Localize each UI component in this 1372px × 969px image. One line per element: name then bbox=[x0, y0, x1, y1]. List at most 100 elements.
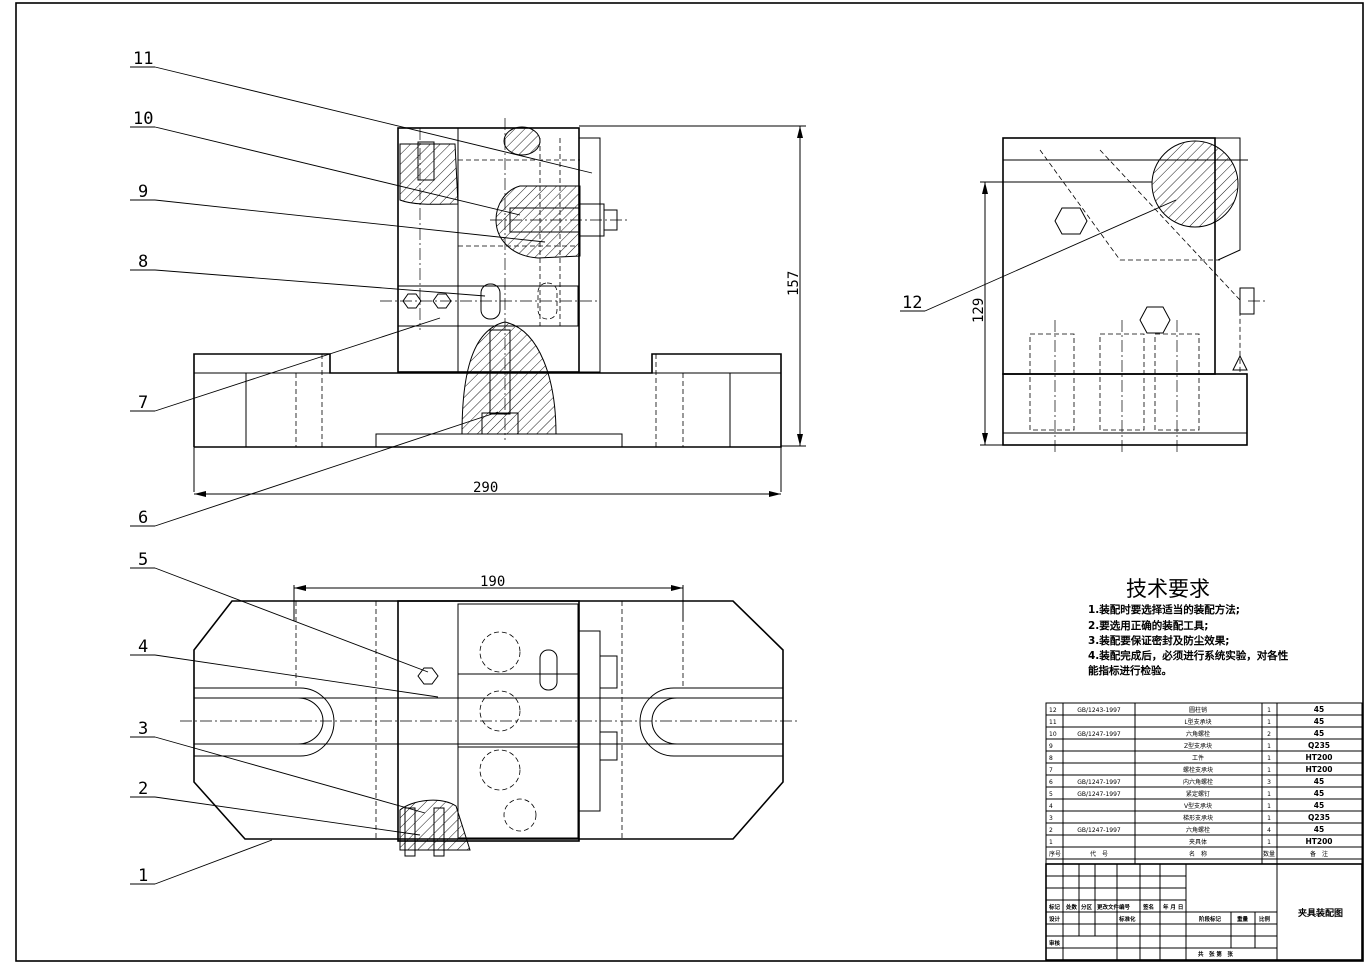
bom-row-material: 45 bbox=[1314, 705, 1324, 714]
bom-row-name: 工件 bbox=[1192, 754, 1204, 762]
bom-row-code: GB/1247-1997 bbox=[1077, 791, 1121, 798]
bom-row-qty: 1 bbox=[1267, 755, 1271, 762]
bom-row-no: 3 bbox=[1049, 815, 1053, 822]
balloon-7: 7 bbox=[138, 393, 148, 413]
balloon-11: 11 bbox=[133, 49, 153, 69]
tb-count: 处数 bbox=[1065, 903, 1078, 911]
bom-row-material: 45 bbox=[1314, 825, 1324, 834]
tb-standard: 标准化 bbox=[1118, 915, 1136, 923]
bom-row-qty: 1 bbox=[1267, 743, 1271, 750]
side-view: 129 bbox=[971, 137, 1268, 455]
tb-review: 审核 bbox=[1049, 939, 1061, 947]
tb-scale: 比例 bbox=[1259, 915, 1271, 923]
bom-row-no: 2 bbox=[1049, 827, 1053, 834]
bom-row-name: V型支承块 bbox=[1184, 802, 1212, 810]
bom-row-no: 8 bbox=[1049, 755, 1053, 762]
tb-marker: 标记 bbox=[1048, 903, 1061, 911]
bom-row-no: 7 bbox=[1049, 767, 1053, 774]
bom-row-name: 圆柱销 bbox=[1189, 706, 1207, 714]
sheet-border bbox=[15, 2, 1364, 962]
bom-row-name: 螺栓支承块 bbox=[1183, 766, 1213, 774]
bom-row-qty: 1 bbox=[1267, 839, 1271, 846]
dim-157: 157 bbox=[786, 271, 802, 296]
bom-header-name: 名 称 bbox=[1189, 850, 1207, 858]
top-view: 190 bbox=[180, 574, 798, 857]
bom-row-code: GB/1247-1997 bbox=[1077, 827, 1121, 834]
bom-row-no: 5 bbox=[1049, 791, 1053, 798]
bom-row-material: 45 bbox=[1314, 777, 1324, 786]
balloon-5: 5 bbox=[138, 550, 148, 570]
bom-row-name: 六角螺栓 bbox=[1186, 730, 1210, 738]
bom-row-material: 45 bbox=[1314, 729, 1324, 738]
tech-req-item-4: 4.装配完成后，必须进行系统实验，对各性 bbox=[1088, 649, 1289, 662]
tb-change-doc: 更改文件编号 bbox=[1097, 903, 1131, 911]
tech-req-item-5: 能指标进行检验。 bbox=[1088, 664, 1172, 677]
tb-zone: 分区 bbox=[1081, 903, 1093, 911]
bom-row-qty: 1 bbox=[1267, 791, 1271, 798]
balloon-10: 10 bbox=[133, 109, 153, 129]
bom-row-material: Q235 bbox=[1308, 741, 1330, 750]
balloon-9: 9 bbox=[138, 182, 148, 202]
dim-290: 290 bbox=[473, 480, 498, 496]
bom-row-name: Z型支承块 bbox=[1184, 742, 1212, 750]
balloon-4: 4 bbox=[138, 637, 148, 657]
tech-req-title: 技术要求 bbox=[1126, 577, 1210, 601]
bom-row-qty: 1 bbox=[1267, 803, 1271, 810]
bom-row-no: 9 bbox=[1049, 743, 1053, 750]
tech-req-item-3: 3.装配要保证密封及防尘效果; bbox=[1088, 634, 1230, 647]
bom-row-code: GB/1243-1997 bbox=[1077, 707, 1121, 714]
bom-row-qty: 1 bbox=[1267, 767, 1271, 774]
bom-row-no: 4 bbox=[1049, 803, 1053, 810]
bom-header-remark: 备 注 bbox=[1310, 850, 1328, 858]
bom-row-material: 45 bbox=[1314, 789, 1324, 798]
bom-header-no: 序号 bbox=[1049, 850, 1061, 858]
bom-row-qty: 1 bbox=[1267, 707, 1271, 714]
bom-row-material: HT200 bbox=[1305, 765, 1332, 774]
balloon-labels: 11 10 9 8 7 6 5 4 3 2 1 12 bbox=[133, 49, 922, 886]
title-block: 标记 处数 分区 更改文件编号 签名 年 月 日 设计 标准化 审核 阶段标记 … bbox=[1045, 863, 1363, 961]
drawing-title: 夹具装配图 bbox=[1298, 907, 1343, 919]
balloon-6: 6 bbox=[138, 508, 148, 528]
bom-row-material: 45 bbox=[1314, 717, 1324, 726]
tb-design: 设计 bbox=[1049, 915, 1061, 923]
tech-req-item-2: 2.要选用正确的装配工具; bbox=[1088, 619, 1209, 632]
bom-row-no: 12 bbox=[1049, 707, 1057, 714]
tb-sign: 签名 bbox=[1142, 903, 1154, 911]
tb-stage: 阶段标记 bbox=[1199, 915, 1222, 923]
bom-row-name: 夹具体 bbox=[1189, 838, 1207, 846]
balloon-1: 1 bbox=[138, 866, 148, 886]
tb-weight: 重量 bbox=[1237, 915, 1249, 923]
bom-row-qty: 1 bbox=[1267, 719, 1271, 726]
bom-row-code: GB/1247-1997 bbox=[1077, 779, 1121, 786]
bom-row-no: 1 bbox=[1049, 839, 1053, 846]
bom-row-qty: 3 bbox=[1267, 779, 1271, 786]
tb-sheets: 共 张 第 张 bbox=[1198, 950, 1233, 958]
bom-row-name: 内六角螺栓 bbox=[1183, 778, 1213, 786]
dim-190: 190 bbox=[480, 574, 505, 590]
bom-row-code: GB/1247-1997 bbox=[1077, 731, 1121, 738]
tech-req-item-1: 1.装配时要选择适当的装配方法; bbox=[1088, 603, 1240, 616]
balloon-3: 3 bbox=[138, 719, 148, 739]
balloon-leaders bbox=[130, 66, 1177, 885]
bom-row-name: 紧定螺钉 bbox=[1186, 790, 1210, 798]
bom-row-material: HT200 bbox=[1305, 837, 1332, 846]
tb-date: 年 月 日 bbox=[1163, 903, 1183, 911]
bom-row-no: 11 bbox=[1049, 719, 1057, 726]
dim-129: 129 bbox=[971, 298, 987, 323]
bom-row-qty: 1 bbox=[1267, 815, 1271, 822]
balloon-2: 2 bbox=[138, 779, 148, 799]
bom-header-qty: 数量 bbox=[1263, 850, 1275, 858]
bom-row-name: 梯形支承块 bbox=[1183, 814, 1213, 822]
bom-row-no: 10 bbox=[1049, 731, 1057, 738]
bom-row-material: HT200 bbox=[1305, 753, 1332, 762]
front-view: 157 290 bbox=[193, 118, 806, 497]
bom-header-code: 代 号 bbox=[1090, 850, 1108, 858]
bom-row-qty: 2 bbox=[1267, 731, 1271, 738]
bom-row-material: 45 bbox=[1314, 801, 1324, 810]
technical-requirements: 技术要求 1.装配时要选择适当的装配方法; 2.要选用正确的装配工具; 3.装配… bbox=[1088, 577, 1289, 677]
bom-row-qty: 4 bbox=[1267, 827, 1271, 834]
balloon-8: 8 bbox=[138, 252, 148, 272]
bom-row-no: 6 bbox=[1049, 779, 1053, 786]
